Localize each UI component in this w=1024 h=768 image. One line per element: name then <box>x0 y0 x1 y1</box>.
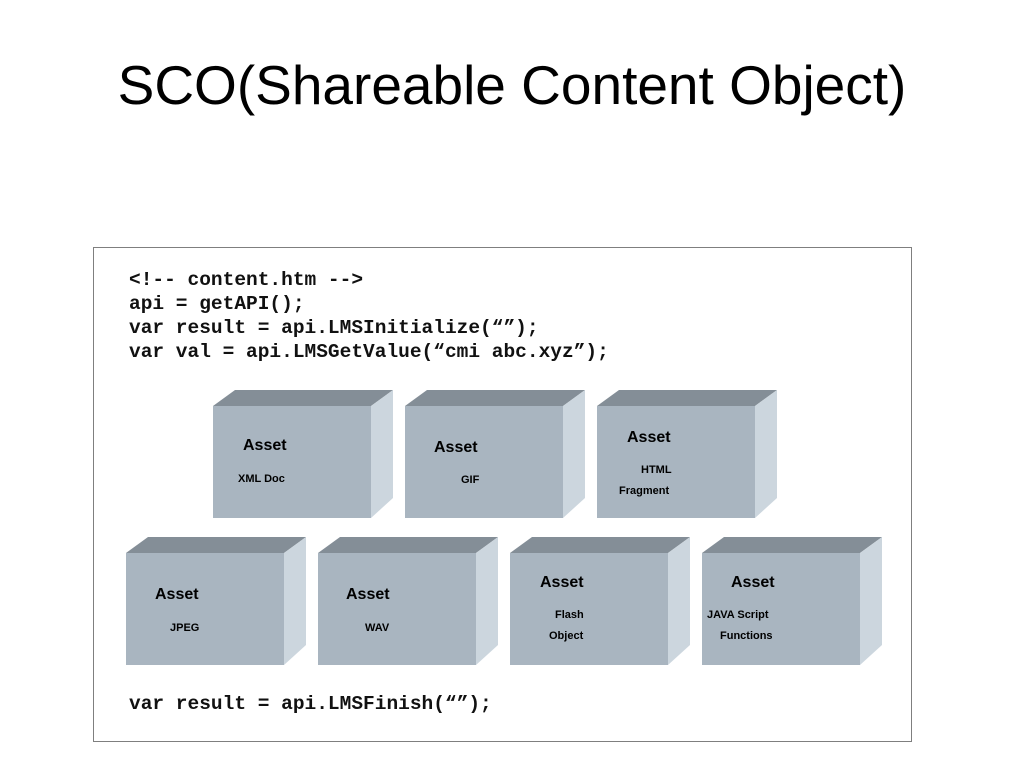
asset-box-top-face <box>405 390 585 406</box>
asset-box-top-face <box>597 390 777 406</box>
asset-label: GIF <box>461 474 480 486</box>
asset-label: WAV <box>365 622 390 634</box>
asset-box-top-face <box>126 537 306 553</box>
asset-box-side-face <box>755 390 777 518</box>
asset-box-gif: Asset GIF <box>405 390 585 518</box>
code-line-get-api: api = getAPI(); <box>129 293 305 315</box>
asset-box-side-face <box>371 390 393 518</box>
code-line-get-value: var val = api.LMSGetValue(“cmi abc.xyz”)… <box>129 341 609 363</box>
asset-title: Asset <box>540 574 584 591</box>
asset-box-front-face <box>318 553 476 665</box>
asset-label: JPEG <box>170 622 200 634</box>
code-line-comment: <!-- content.htm --> <box>129 269 364 291</box>
asset-box-top-face <box>318 537 498 553</box>
asset-label: JAVA Script <box>707 609 769 621</box>
asset-box-top-face <box>213 390 393 406</box>
asset-box-front-face <box>597 406 755 518</box>
asset-title: Asset <box>243 437 287 454</box>
asset-box-front-face <box>213 406 371 518</box>
asset-box-side-face <box>476 537 498 665</box>
code-footer: var result = api.LMSFinish(“”); <box>129 693 492 715</box>
asset-box-front-face <box>126 553 284 665</box>
asset-title: Asset <box>731 574 775 591</box>
asset-box-side-face <box>284 537 306 665</box>
asset-box-front-face <box>702 553 860 665</box>
asset-label: Object <box>549 630 584 642</box>
asset-box-flash-object: Asset Flash Object <box>510 537 690 665</box>
asset-box-jpeg: Asset JPEG <box>126 537 306 665</box>
asset-box-html-fragment: Asset HTML Fragment <box>597 390 777 518</box>
asset-box-front-face <box>510 553 668 665</box>
asset-title: Asset <box>155 586 199 603</box>
asset-box-xml-doc: Asset XML Doc <box>213 390 393 518</box>
asset-label: HTML <box>641 464 672 476</box>
asset-label: Fragment <box>619 485 670 497</box>
asset-box-wav: Asset WAV <box>318 537 498 665</box>
code-header: <!-- content.htm --> api = getAPI(); var… <box>129 268 609 364</box>
slide-title: SCO(Shareable Content Object) <box>117 54 907 116</box>
asset-box-top-face <box>702 537 882 553</box>
asset-box-front-face <box>405 406 563 518</box>
asset-box-side-face <box>668 537 690 665</box>
asset-title: Asset <box>434 439 478 456</box>
asset-title: Asset <box>346 586 390 603</box>
asset-box-java-script-functions: Asset JAVA Script Functions <box>702 537 882 665</box>
asset-label: Functions <box>720 630 773 642</box>
asset-box-side-face <box>563 390 585 518</box>
asset-box-side-face <box>860 537 882 665</box>
asset-box-top-face <box>510 537 690 553</box>
asset-label: Flash <box>555 609 584 621</box>
code-line-initialize: var result = api.LMSInitialize(“”); <box>129 317 539 339</box>
asset-label: XML Doc <box>238 473 285 485</box>
asset-title: Asset <box>627 429 671 446</box>
